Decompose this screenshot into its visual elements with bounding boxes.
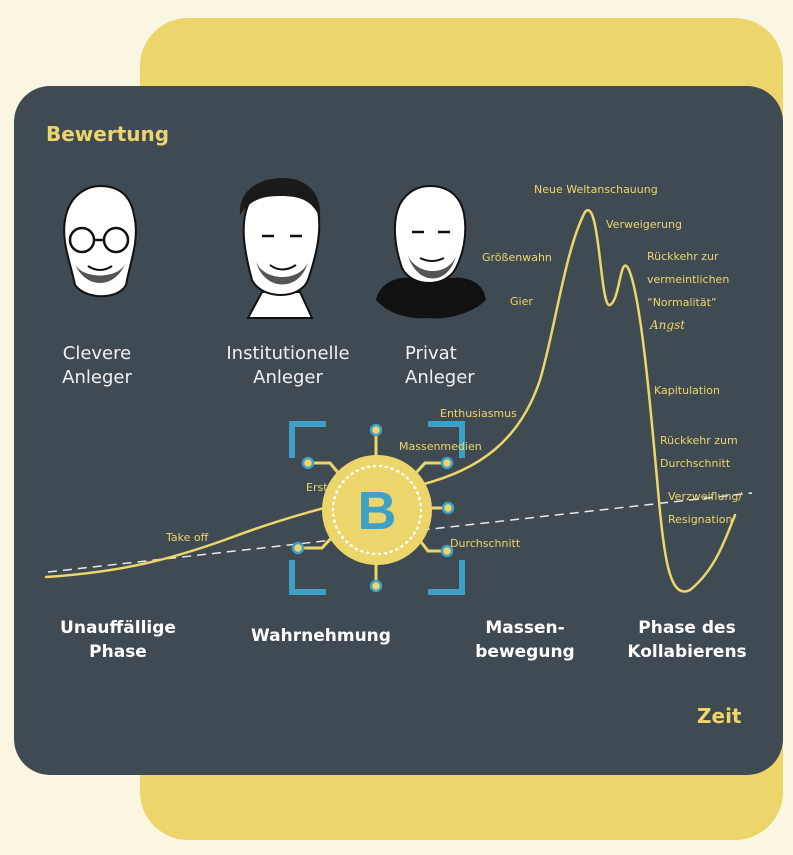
- emotion-verzweiflung: Verzweiflung/: [668, 490, 743, 503]
- emotion-kapitulation: Kapitulation: [654, 384, 720, 397]
- emotion-angst: Angst: [650, 318, 686, 332]
- phase-label-wahrnehmung: Wahrnehmung: [236, 624, 406, 648]
- investor-label-line2: Anleger: [62, 367, 132, 388]
- emotion-neue-weltanschauung: Neue Weltanschauung: [534, 183, 658, 196]
- emotion-resignation: Resignation: [668, 513, 733, 526]
- avatar-institutionelle-anleger: [239, 178, 321, 319]
- trend-line: [47, 492, 753, 573]
- emotion-rueckkehr-line3: “Normalität”: [647, 296, 717, 309]
- phase-label-line1: Phase des: [638, 618, 736, 638]
- emotion-groessenwahn: Größenwahn: [482, 251, 552, 264]
- phase-label-line2: Phase: [89, 642, 147, 662]
- avatar-clevere-anleger: [63, 184, 137, 298]
- emotion-durchschnitt: Durchschnitt: [450, 537, 521, 550]
- investor-label-line2: Anleger: [405, 367, 475, 388]
- phase-label-massenbewegung: Massen- bewegung: [460, 616, 590, 664]
- emotion-take-off: Take off: [166, 531, 209, 544]
- investor-label-line1: Privat: [405, 343, 457, 364]
- phase-label-line1: Unauffällige: [60, 618, 176, 638]
- bitcoin-circuit-icon: B: [289, 421, 465, 595]
- phase-label-unauffaellig: Unauffällige Phase: [48, 616, 188, 664]
- phase-label-kollabieren: Phase des Kollabierens: [612, 616, 762, 664]
- investor-label-privat: Privat Anleger: [405, 342, 485, 390]
- diagram-panel: [14, 86, 783, 775]
- investor-label-line2: Anleger: [253, 367, 323, 388]
- x-axis-label: Zeit: [697, 704, 742, 728]
- emotion-massenmedien: Massenmedien: [399, 440, 482, 453]
- emotion-gier: Gier: [510, 295, 533, 308]
- y-axis-label: Bewertung: [46, 122, 170, 146]
- phase-label-line1: Wahrnehmung: [251, 626, 391, 646]
- phase-label-line2: bewegung: [475, 642, 575, 662]
- investor-label-line1: Clevere: [62, 343, 132, 364]
- emotion-rueckkehr-zum-line1: Rückkehr zum: [660, 434, 738, 447]
- avatar-privat-anleger: [376, 184, 486, 319]
- investor-label-clevere: Clevere Anleger: [42, 342, 152, 390]
- emotion-rueckkehr-zum-line2: Durchschnitt: [660, 457, 731, 470]
- investor-label-line1: Institutionelle: [226, 343, 350, 364]
- investor-label-institutionelle: Institutionelle Anleger: [218, 342, 358, 390]
- emotion-enthusiasmus: Enthusiasmus: [440, 407, 517, 420]
- valuation-curve: [44, 209, 737, 593]
- emotion-rueckkehr-line2: vermeintlichen: [647, 273, 730, 286]
- phase-label-line1: Massen-: [485, 618, 565, 638]
- emotion-erst: Erst: [306, 481, 328, 494]
- bitcoin-glyph: B: [358, 481, 397, 541]
- phase-label-line2: Kollabierens: [627, 642, 747, 662]
- emotion-rueckkehr-line1: Rückkehr zur: [647, 250, 719, 263]
- emotion-verweigerung: Verweigerung: [606, 218, 682, 231]
